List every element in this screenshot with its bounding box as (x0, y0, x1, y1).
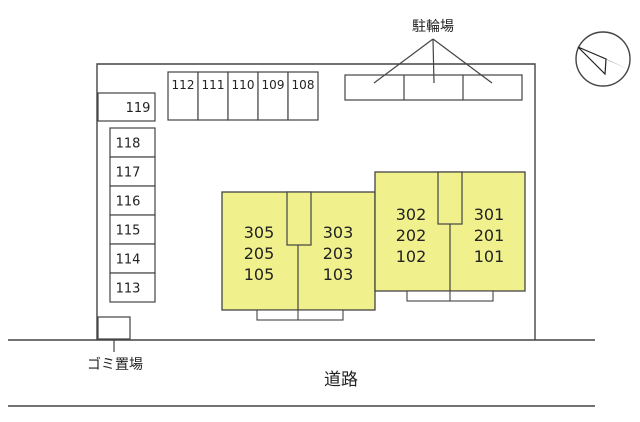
parking-space-number: 119 (126, 101, 151, 116)
parking-space (109, 185, 156, 216)
parking-space-number: 113 (116, 282, 141, 297)
north-arrow-icon (575, 31, 631, 87)
parking-space (97, 92, 156, 122)
unit-number: 303 (323, 223, 354, 242)
unit-number: 105 (244, 265, 275, 284)
building-a: 305 205 105 303 203 103 (221, 191, 376, 321)
unit-number: 101 (474, 247, 505, 266)
property-boundary (96, 63, 536, 340)
unit-number: 103 (323, 265, 354, 284)
bicycle-parking-label: 駐輪場 (412, 18, 454, 35)
parking-space (167, 71, 199, 121)
unit-number: 202 (396, 226, 427, 245)
balcony (256, 309, 344, 321)
garbage-area (97, 316, 131, 340)
parking-left-column: 119 118 117 116 115 114 113 (97, 92, 156, 303)
parking-top-row: 112 111 110 109 108 (167, 71, 319, 121)
building-b: 302 202 102 301 201 101 (374, 171, 526, 302)
unit-number: 203 (323, 244, 354, 263)
stair-well (437, 171, 463, 225)
parking-space (109, 272, 156, 303)
unit-number: 305 (244, 223, 275, 242)
unit-number: 201 (474, 226, 505, 245)
leader-line (432, 38, 435, 84)
parking-space-number: 109 (262, 78, 285, 92)
parking-space-number: 116 (116, 195, 141, 210)
parking-space-number: 112 (172, 78, 195, 92)
leader-line (432, 38, 493, 84)
parking-space-number: 115 (116, 224, 141, 239)
parking-space (109, 127, 156, 158)
unit-number: 102 (396, 247, 427, 266)
garbage-area-label: ゴミ置場 (87, 356, 143, 373)
parking-space-number: 108 (292, 78, 315, 92)
road-label: 道路 (324, 370, 358, 390)
leader-line (373, 38, 434, 84)
stair-well (286, 191, 312, 246)
parking-space (287, 71, 319, 121)
unit-number: 205 (244, 244, 275, 263)
parking-space-number: 114 (116, 253, 141, 268)
unit-number: 301 (474, 205, 505, 224)
parking-space-number: 110 (232, 78, 255, 92)
parking-space-number: 118 (116, 137, 141, 152)
parking-space-number: 117 (116, 166, 141, 181)
unit-number: 302 (396, 205, 427, 224)
parking-space-number: 111 (202, 78, 225, 92)
